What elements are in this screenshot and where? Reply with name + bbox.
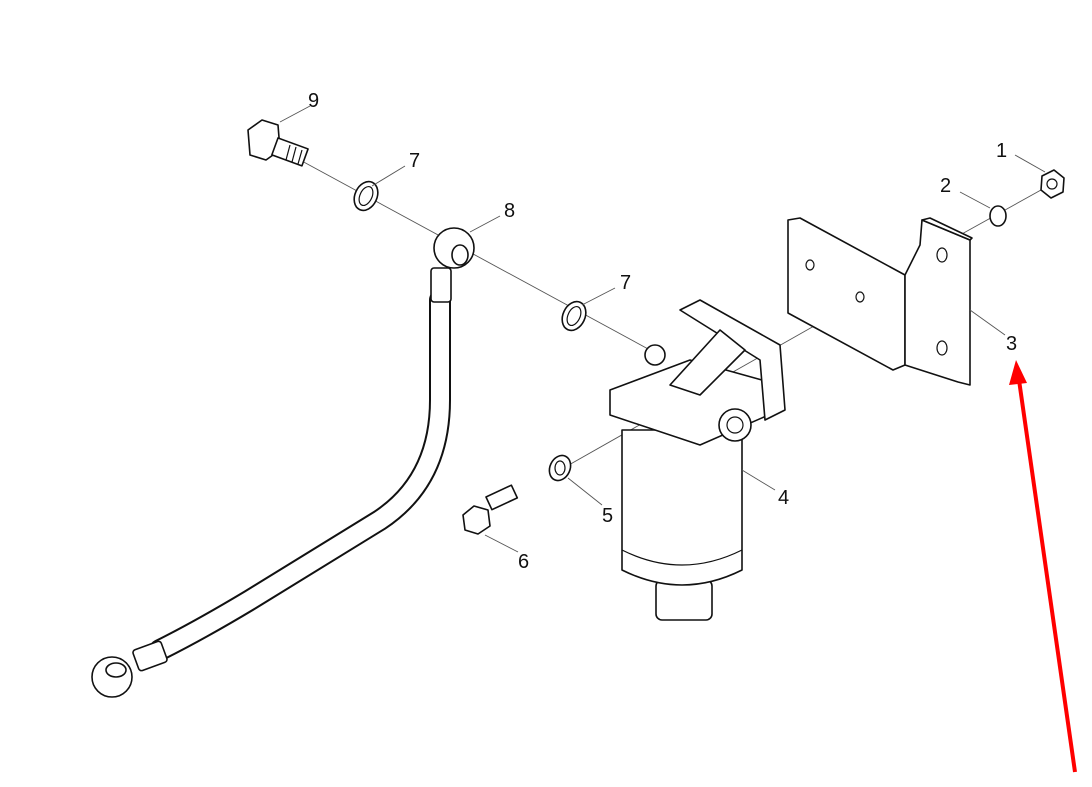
washer-part-5 [548,454,572,482]
callout-3: 3 [1006,333,1017,355]
callout-1: 1 [996,140,1007,162]
nut-part-1 [1040,169,1065,199]
banjo-bolt-part-9 [247,119,309,167]
bolt-part-6 [462,484,519,535]
callout-4: 4 [778,487,789,509]
washer-part-2 [989,205,1007,227]
callout-7-lower: 7 [620,272,631,294]
callout-9: 9 [308,90,319,112]
callout-2: 2 [940,175,951,197]
highlight-arrow [1009,360,1077,773]
bracket-part-3 [787,217,973,386]
callout-6: 6 [518,551,529,573]
callout-5: 5 [602,505,613,527]
callout-8: 8 [504,200,515,222]
callout-7-upper: 7 [409,150,420,172]
hose-part-8 [91,227,475,698]
filter-assembly-part-4 [609,299,786,621]
leader-lines [279,105,1046,553]
